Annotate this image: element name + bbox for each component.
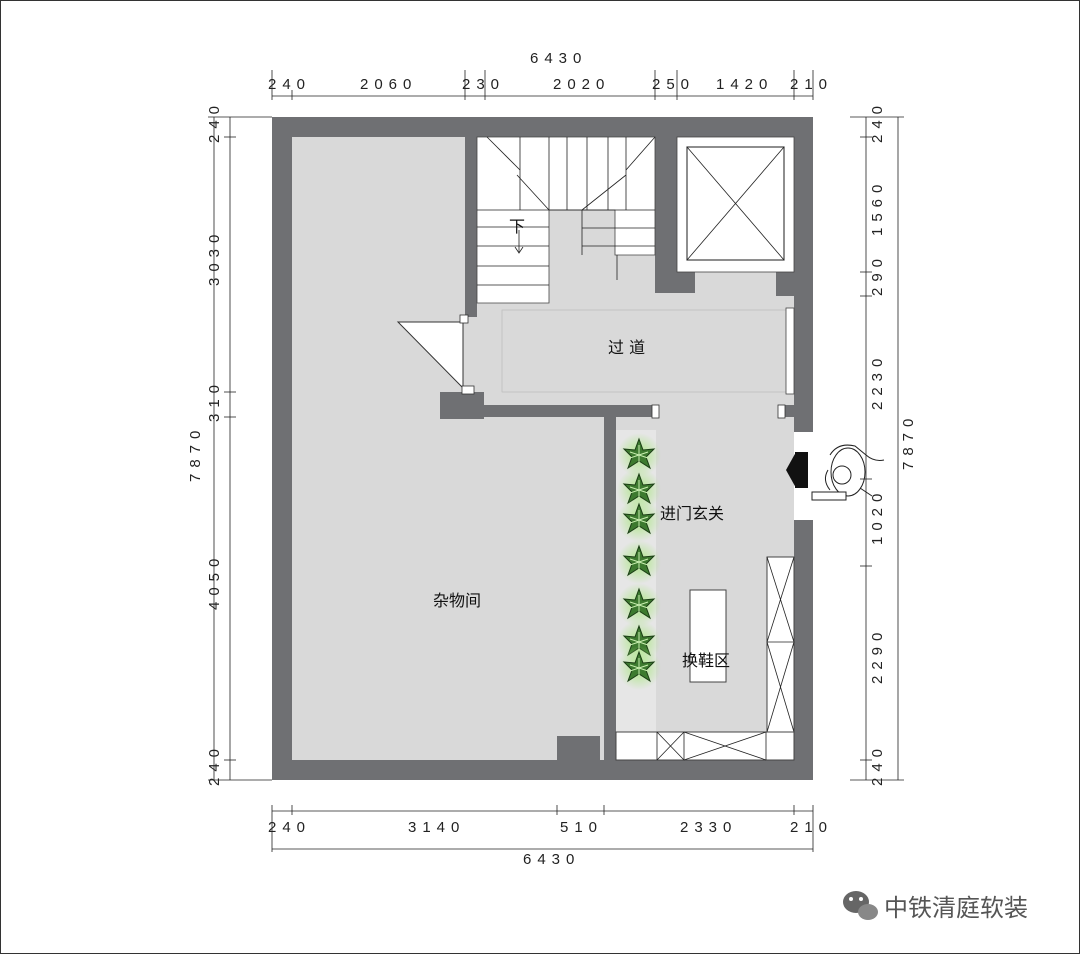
right-seg: 290: [869, 253, 886, 296]
bottom-seg: 510: [560, 819, 603, 836]
staircase: [476, 136, 656, 304]
partition-horizontal: [440, 405, 658, 417]
partition-vertical: [604, 417, 616, 760]
right-seg: 1560: [869, 179, 886, 236]
left-dimensions: 240 3030 310 4050 240 7870: [187, 100, 272, 786]
plant: [616, 539, 662, 585]
wall-panel: [785, 307, 795, 395]
door-jamb-left: [651, 404, 660, 419]
partition-block: [440, 392, 484, 419]
room-label-corridor: 过 道: [608, 338, 645, 357]
left-seg: 240: [206, 743, 223, 786]
bottom-seg: 2330: [680, 819, 737, 836]
shoe-bench: [689, 589, 727, 683]
room-label-storage: 杂物间: [433, 591, 481, 610]
top-seg: 1420: [716, 76, 773, 93]
bottom-cabinet: [615, 731, 795, 761]
top-seg: 250: [652, 76, 695, 93]
top-seg: 210: [790, 76, 833, 93]
left-seg: 240: [206, 100, 223, 143]
left-seg: 310: [206, 379, 223, 422]
top-total: 6430: [530, 50, 587, 67]
right-total: 7870: [900, 413, 917, 470]
top-dimensions: 6430 240 2060 230 2020 250 1420 210: [268, 50, 833, 100]
left-seg: 3030: [206, 229, 223, 286]
plant: [616, 645, 662, 691]
room-label-shoe-area: 换鞋区: [682, 651, 730, 670]
watermark-text: 中铁清庭软装: [884, 894, 1028, 922]
top-seg: 230: [462, 76, 505, 93]
top-seg: 2060: [360, 76, 417, 93]
right-seg: 2230: [869, 353, 886, 410]
top-seg: 2020: [553, 76, 610, 93]
watermark: 中铁清庭软装: [843, 891, 1028, 922]
left-total: 7870: [187, 425, 204, 482]
right-seg: 240: [869, 743, 886, 786]
bottom-seg: 240: [268, 819, 311, 836]
right-dimensions: 240 1560 290 2230 1020 2290 240 7870: [850, 100, 917, 786]
right-seg: 2290: [869, 627, 886, 684]
right-seg: 240: [869, 100, 886, 143]
bottom-dimensions: 240 3140 510 2330 210 6430: [268, 805, 833, 868]
room-label-entrance: 进门玄关: [660, 504, 724, 523]
elevator-wall-bottom: [655, 272, 695, 293]
elevator-shaft: [676, 136, 795, 273]
plant: [616, 497, 662, 543]
right-wall-upper-thick: [794, 296, 796, 426]
stair-wall-right: [655, 137, 677, 293]
elevator-wall-right: [776, 272, 794, 296]
bottom-total: 6430: [523, 851, 580, 868]
stair-wall-left: [465, 137, 477, 317]
storage-door[interactable]: [396, 314, 475, 395]
top-seg: 240: [268, 76, 311, 93]
bottom-seg: 210: [790, 819, 833, 836]
bottom-seg: 3140: [408, 819, 465, 836]
entrance-arrow-base: [795, 452, 808, 488]
door-jamb-right: [777, 404, 786, 419]
wechat-icon: [843, 891, 878, 920]
shoe-cabinet: [766, 556, 795, 733]
right-seg: 1020: [869, 488, 886, 545]
wall-stub-bottom: [557, 736, 600, 760]
left-seg: 4050: [206, 553, 223, 610]
stair-label: 下: [509, 217, 525, 236]
